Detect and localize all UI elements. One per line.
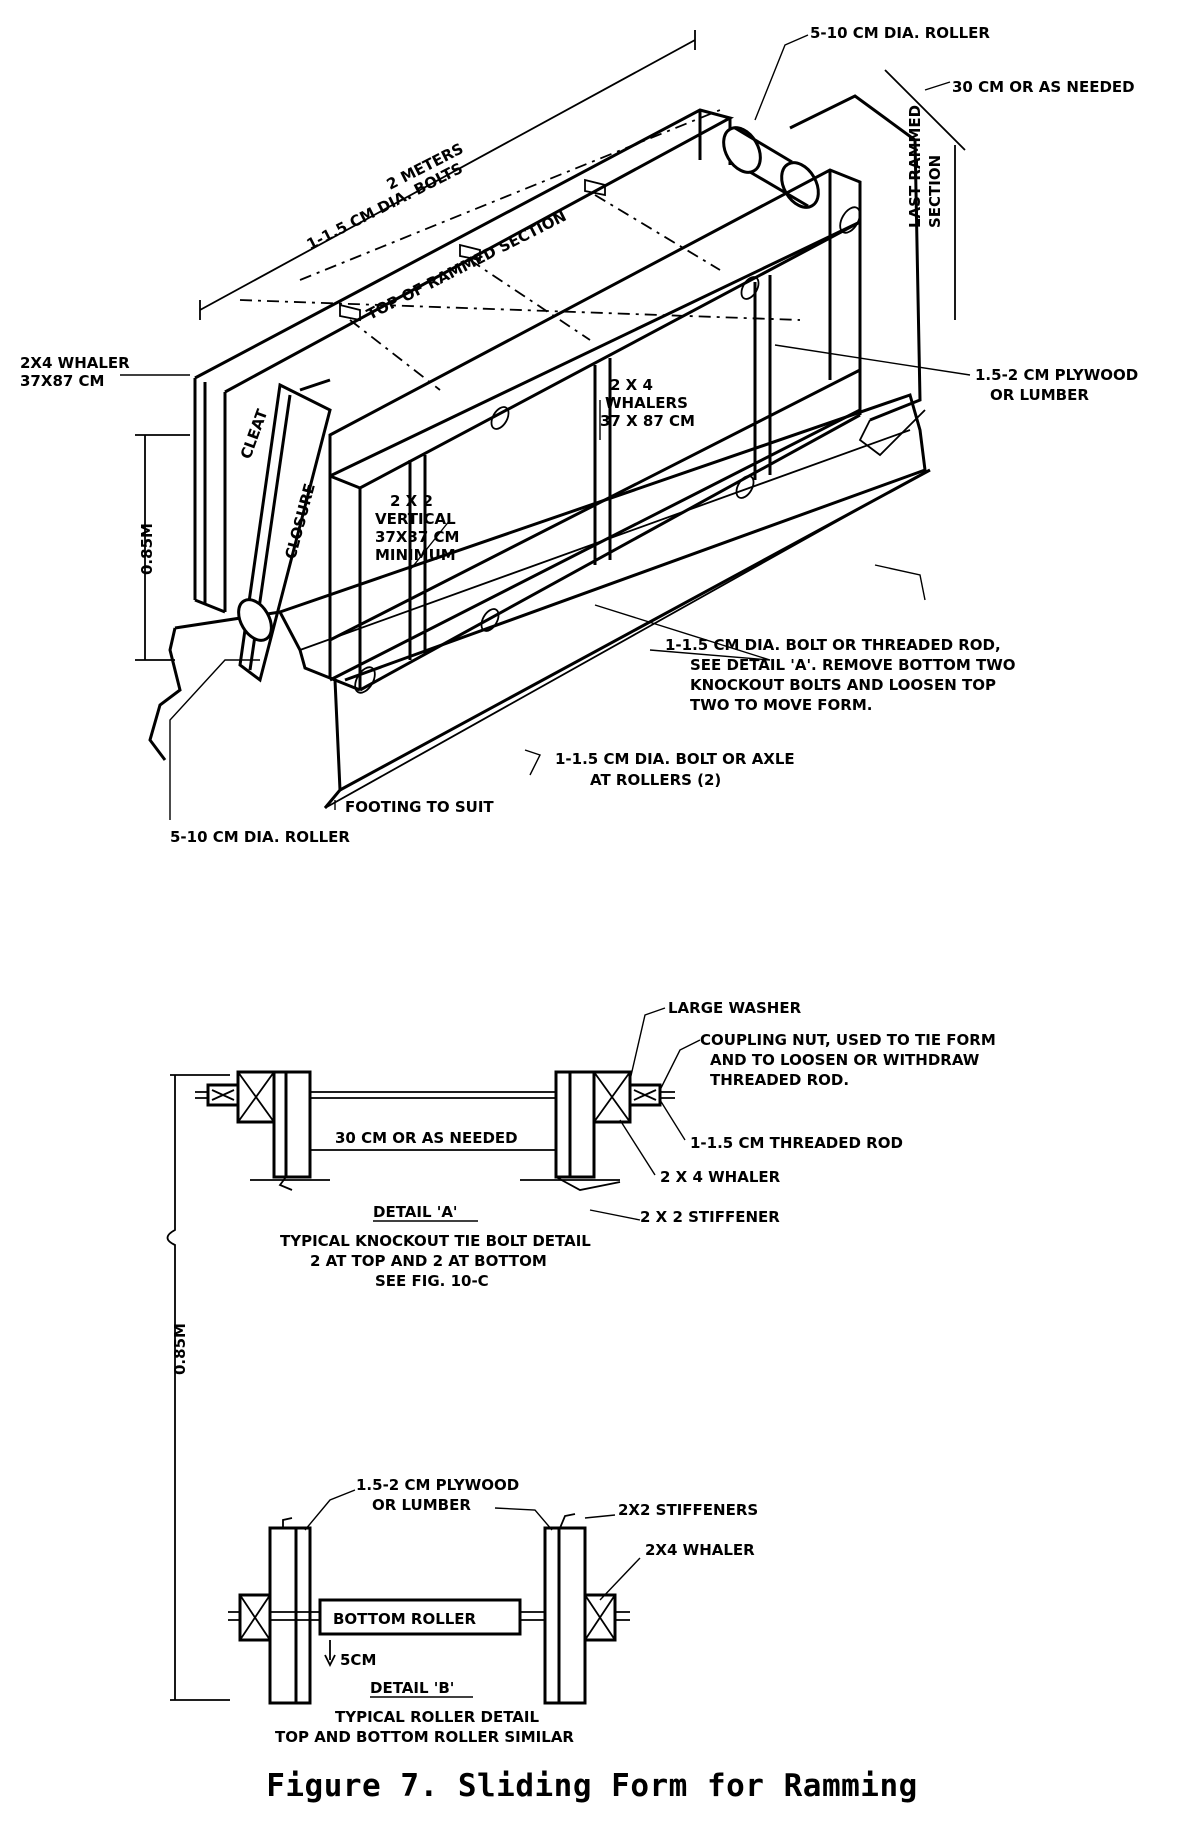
- label-vertical-4: MINIMUM: [375, 546, 456, 564]
- label-whalers-3: 37 X 87 CM: [600, 412, 695, 430]
- label-whaler-left-2: 37X87 CM: [20, 372, 104, 390]
- label-plywood-1: 1.5-2 CM PLYWOOD: [975, 366, 1138, 384]
- isometric-view: [120, 30, 971, 820]
- label-detail-a-width: 30 CM OR AS NEEDED: [335, 1129, 518, 1147]
- footing: [148, 393, 931, 809]
- back-frame: [193, 108, 735, 614]
- label-detail-b-desc-1: TYPICAL ROLLER DETAIL: [335, 1708, 539, 1726]
- label-bolt-note-3: KNOCKOUT BOLTS AND LOOSEN TOP: [690, 676, 996, 694]
- label-whaler-left-1: 2X4 WHALER: [20, 354, 130, 372]
- label-bolts-top: 1-1.5 CM DIA. BOLTS: [304, 159, 466, 253]
- detail-b-labels: 1.5-2 CM PLYWOOD OR LUMBER 2X2 STIFFENER…: [275, 1476, 758, 1746]
- detail-a: [166, 1007, 701, 1701]
- label-stiffeners-b: 2X2 STIFFENERS: [618, 1501, 758, 1519]
- front-frame: [328, 168, 862, 694]
- label-bottom-roller: BOTTOM ROLLER: [333, 1610, 477, 1628]
- label-whaler-b: 2X4 WHALER: [645, 1541, 755, 1559]
- detail-a-title: DETAIL 'A': [373, 1203, 458, 1221]
- label-coupling-1: COUPLING NUT, USED TO TIE FORM: [700, 1031, 996, 1049]
- label-axle-2: AT ROLLERS (2): [590, 771, 721, 789]
- label-detail-a-desc-3: SEE FIG. 10-C: [375, 1272, 489, 1290]
- label-plywood-b-2: OR LUMBER: [372, 1496, 471, 1514]
- detail-b: [228, 1489, 641, 1705]
- label-wall-width: 30 CM OR AS NEEDED: [952, 78, 1135, 96]
- label-last-rammed-2: SECTION: [926, 155, 944, 228]
- label-plywood-2: OR LUMBER: [990, 386, 1089, 404]
- label-closure: CLOSURE: [281, 481, 318, 561]
- label-rod: 1-1.5 CM THREADED ROD: [690, 1134, 903, 1152]
- label-coupling-3: THREADED ROD.: [710, 1071, 849, 1089]
- label-coupling-2: AND TO LOOSEN OR WITHDRAW: [710, 1051, 980, 1069]
- bottom-roller-box: [318, 1598, 522, 1636]
- label-bolt-note-2: SEE DETAIL 'A'. REMOVE BOTTOM TWO: [690, 656, 1016, 674]
- detail-b-title: DETAIL 'B': [370, 1679, 454, 1697]
- label-vertical-2: VERTICAL: [375, 510, 456, 528]
- last-rammed-block: [789, 94, 922, 422]
- label-last-rammed-1: LAST RAMMED: [906, 105, 924, 228]
- label-plywood-b-1: 1.5-2 CM PLYWOOD: [356, 1476, 519, 1494]
- label-whalers-2: WHALERS: [605, 394, 688, 412]
- label-detail-a-desc-1: TYPICAL KNOCKOUT TIE BOLT DETAIL: [280, 1232, 591, 1250]
- label-bolt-note-4: TWO TO MOVE FORM.: [690, 696, 872, 714]
- label-washer: LARGE WASHER: [668, 999, 802, 1017]
- label-bolt-note-1: 1-1.5 CM DIA. BOLT OR THREADED ROD,: [665, 636, 1001, 654]
- label-height-detail: 0.85M: [171, 1323, 189, 1375]
- label-gap: 5CM: [340, 1651, 376, 1669]
- label-height-iso: 0.85M: [138, 523, 156, 575]
- label-detail-b-desc-2: TOP AND BOTTOM ROLLER SIMILAR: [275, 1728, 574, 1746]
- figure-caption: Figure 7. Sliding Form for Ramming: [266, 1768, 918, 1804]
- label-vertical-1: 2 X 2: [390, 492, 433, 510]
- detail-a-labels: LARGE WASHER COUPLING NUT, USED TO TIE F…: [171, 999, 996, 1375]
- label-footing: FOOTING TO SUIT: [345, 798, 494, 816]
- label-whalers-1: 2 X 4: [610, 376, 653, 394]
- label-roller-bottom: 5-10 CM DIA. ROLLER: [170, 828, 350, 846]
- label-stiffener-a: 2 X 2 STIFFENER: [640, 1208, 780, 1226]
- label-detail-a-desc-2: 2 AT TOP AND 2 AT BOTTOM: [310, 1252, 547, 1270]
- label-vertical-3: 37X37 CM: [375, 528, 459, 546]
- label-whaler-a: 2 X 4 WHALER: [660, 1168, 781, 1186]
- label-axle-1: 1-1.5 CM DIA. BOLT OR AXLE: [555, 750, 795, 768]
- label-roller-top: 5-10 CM DIA. ROLLER: [810, 24, 990, 42]
- bottom-roller: [237, 598, 273, 642]
- label-cleat: CLEAT: [237, 406, 272, 461]
